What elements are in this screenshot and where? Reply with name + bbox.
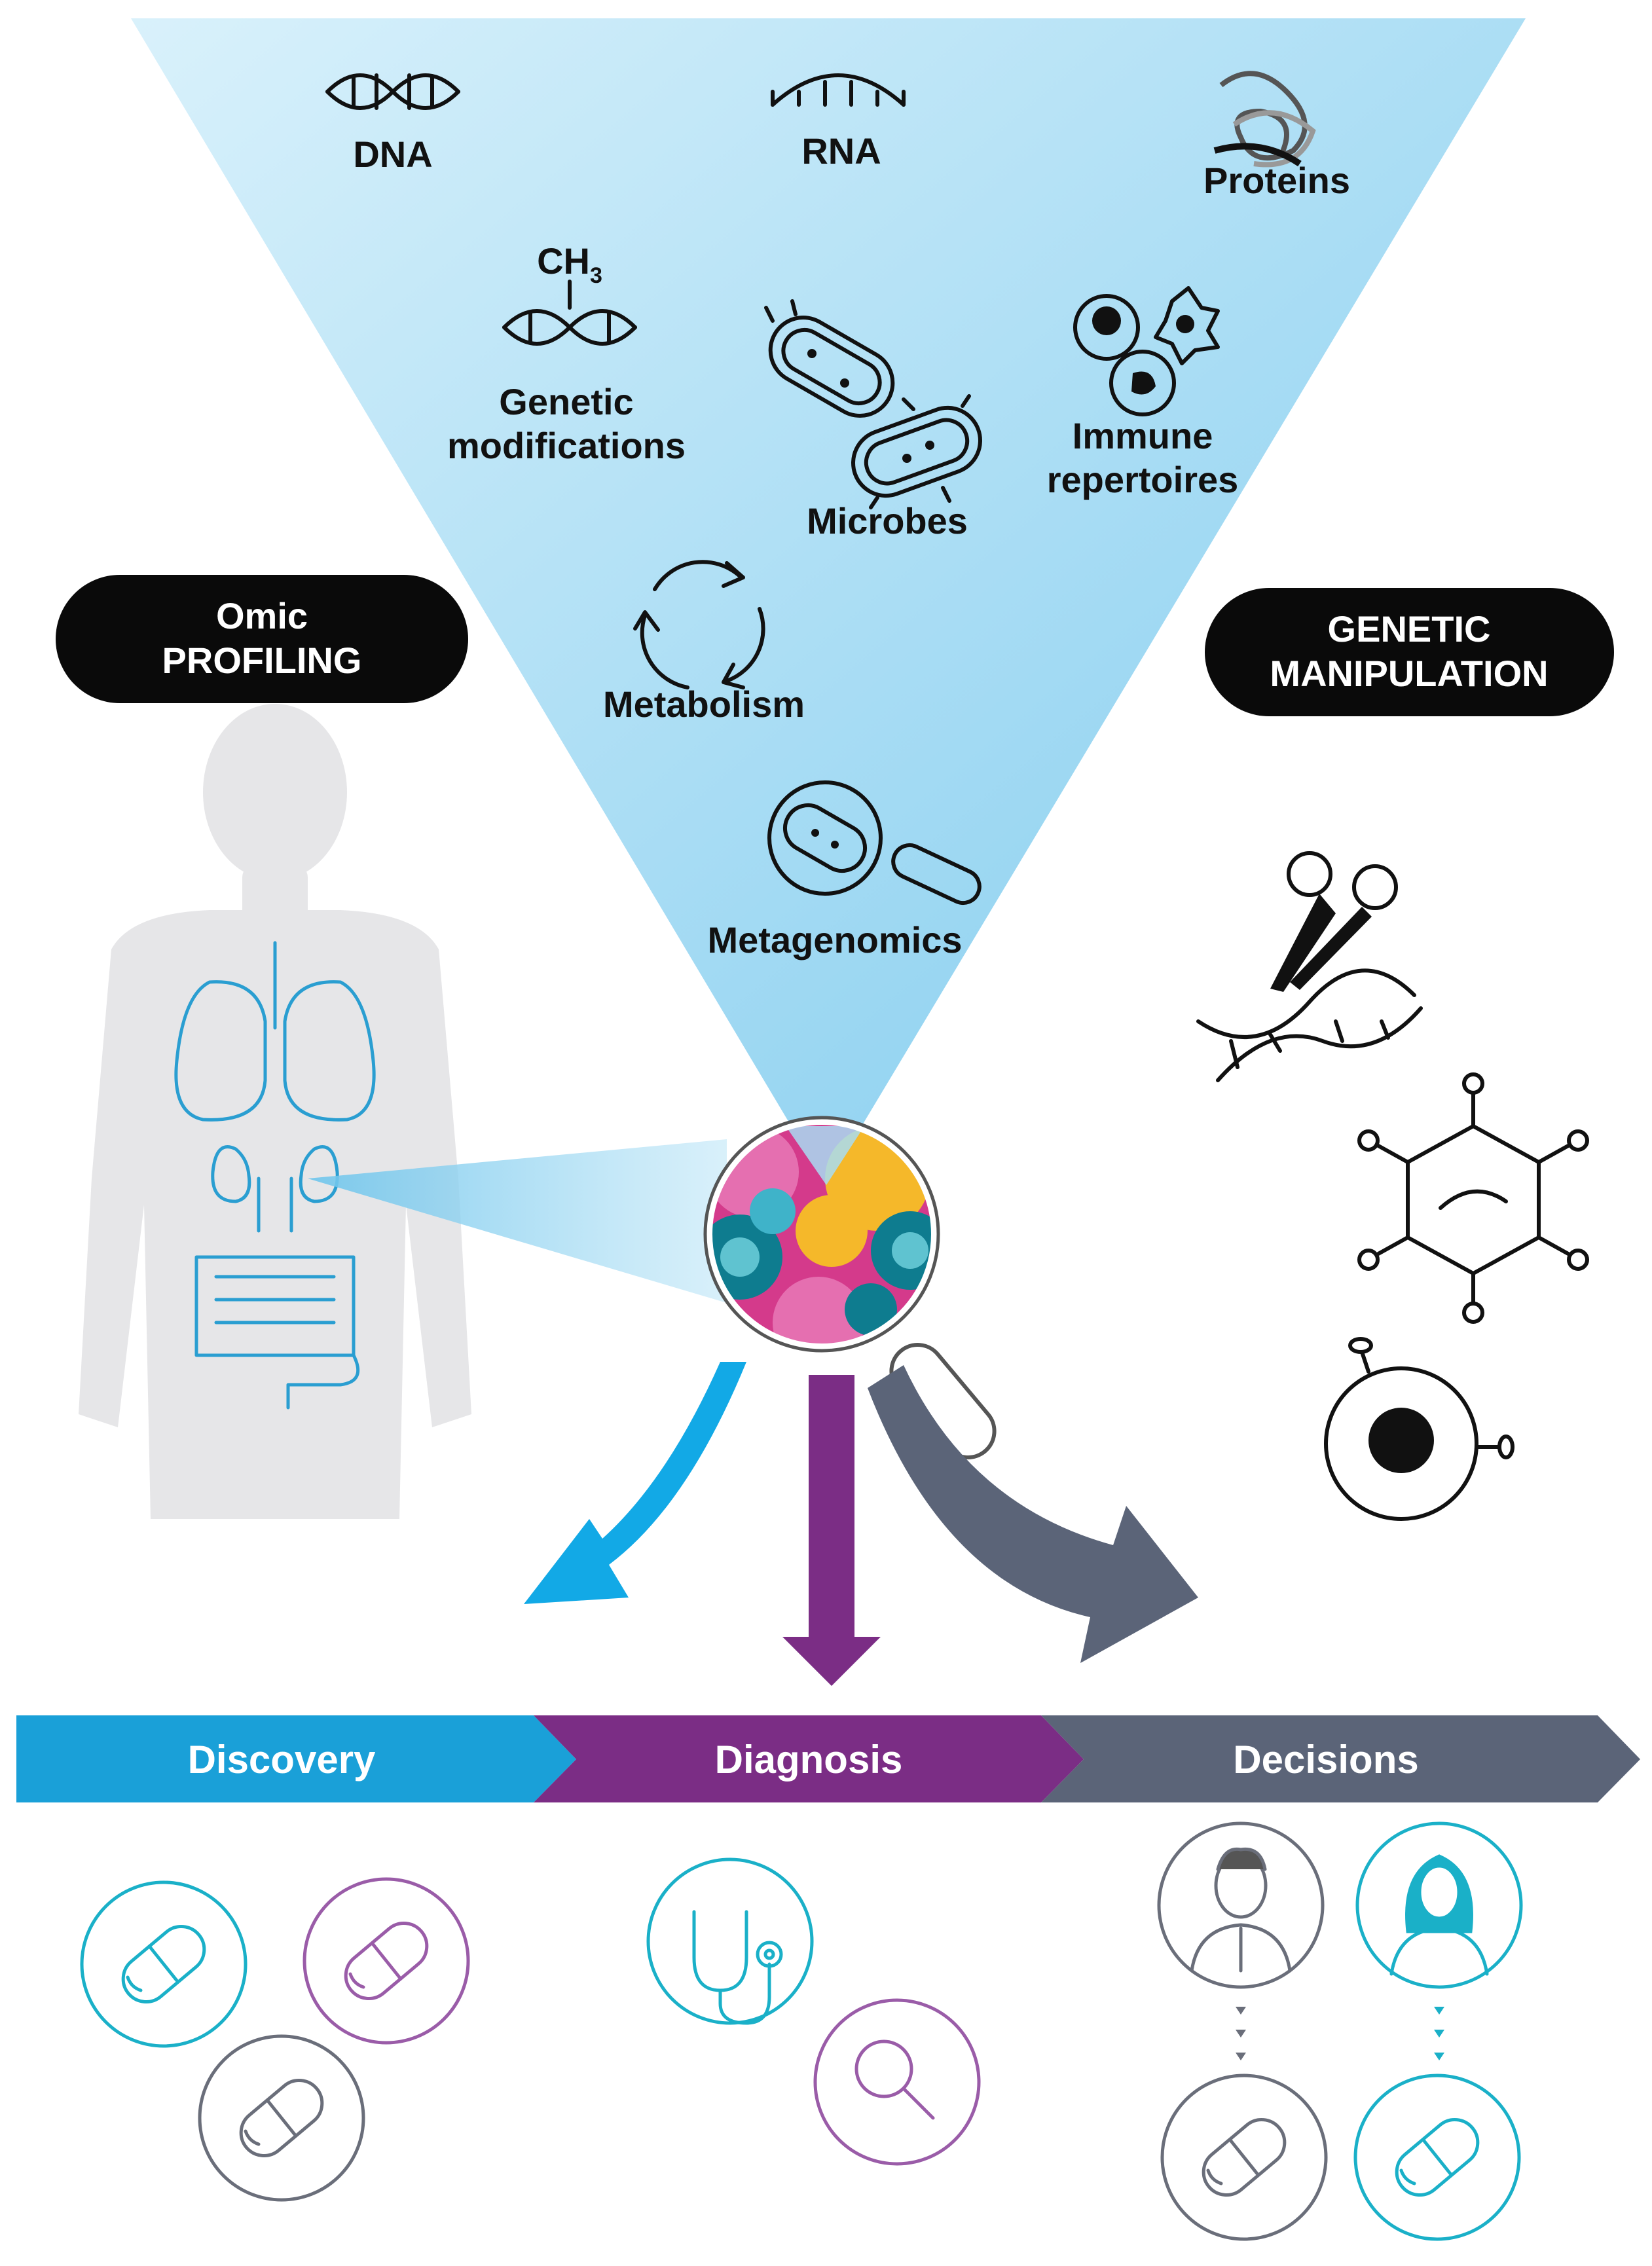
proteins-label: Proteins [1203,160,1350,201]
decisions-label: Decisions [1233,1738,1418,1782]
svg-text:MANIPULATION: MANIPULATION [1270,653,1548,694]
stage-band: Discovery Diagnosis Decisions [16,1715,1640,1802]
omic-profiling-pill: Omic PROFILING [56,575,468,703]
microbe-icon [764,299,982,509]
man-avatar-icon [1157,1821,1325,1989]
cell-icon [1324,1337,1514,1521]
cycle-icon [633,560,765,689]
svg-text:GENETIC: GENETIC [1328,608,1491,649]
svg-text:Omic: Omic [216,595,308,636]
pill-icon [303,1877,470,2045]
methyl-dna-icon [502,280,637,346]
discovery-pill-icons [80,1877,470,2202]
microbes-label: Microbes [807,500,968,541]
genetic-modifications-label-2: modifications [447,425,686,466]
discovery-band [16,1715,576,1802]
rna-label: RNA [801,130,881,172]
stethoscope-icon [646,1857,814,2025]
diagnosis-arrow [782,1375,881,1686]
search-icon [813,1998,981,2166]
woman-dotted-connector [1434,2007,1444,2060]
immune-repertoires-label-2: repertoires [1047,459,1239,500]
discovery-arrow [524,1362,746,1604]
immune-repertoires-label-1: Immune [1073,415,1213,456]
diagnosis-band [534,1715,1084,1802]
immune-cell-icon [1073,286,1220,416]
ch3-label: CH3 [537,240,602,288]
diagnosis-label: Diagnosis [715,1738,903,1782]
genetic-modifications-label-1: Genetic [499,381,633,422]
dna-label: DNA [353,134,432,175]
rna-icon [771,73,906,107]
kidney-beam [308,1139,727,1303]
genetic-manipulation-pill: GENETIC MANIPULATION [1205,588,1614,716]
svg-text:PROFILING: PROFILING [162,640,362,681]
pill-icon [80,1880,248,2048]
virus-vector-icon [1357,1072,1589,1324]
pill-icon [198,2034,365,2202]
decisions-arrow [868,1365,1198,1663]
metagenomics-icon [767,780,982,905]
pill-icon [1160,2074,1328,2241]
metagenomics-label: Metagenomics [708,919,963,960]
scissors-dna-icon [1196,851,1423,1082]
protein-icon [1213,71,1316,168]
magnifier-icon [703,1116,997,1459]
decisions-icons [1157,1821,1523,2241]
omics-cone [131,18,1526,1185]
pill-icon [1353,2074,1521,2241]
human-body-silhouette [79,704,471,1519]
discovery-label: Discovery [188,1738,376,1782]
woman-avatar-icon [1355,1821,1523,1989]
man-dotted-connector [1236,2007,1246,2060]
diagnosis-icons [646,1857,981,2166]
dna-icon [325,73,460,110]
metabolism-label: Metabolism [603,684,805,725]
organs-icon [174,941,376,1410]
decisions-band [1041,1715,1640,1802]
